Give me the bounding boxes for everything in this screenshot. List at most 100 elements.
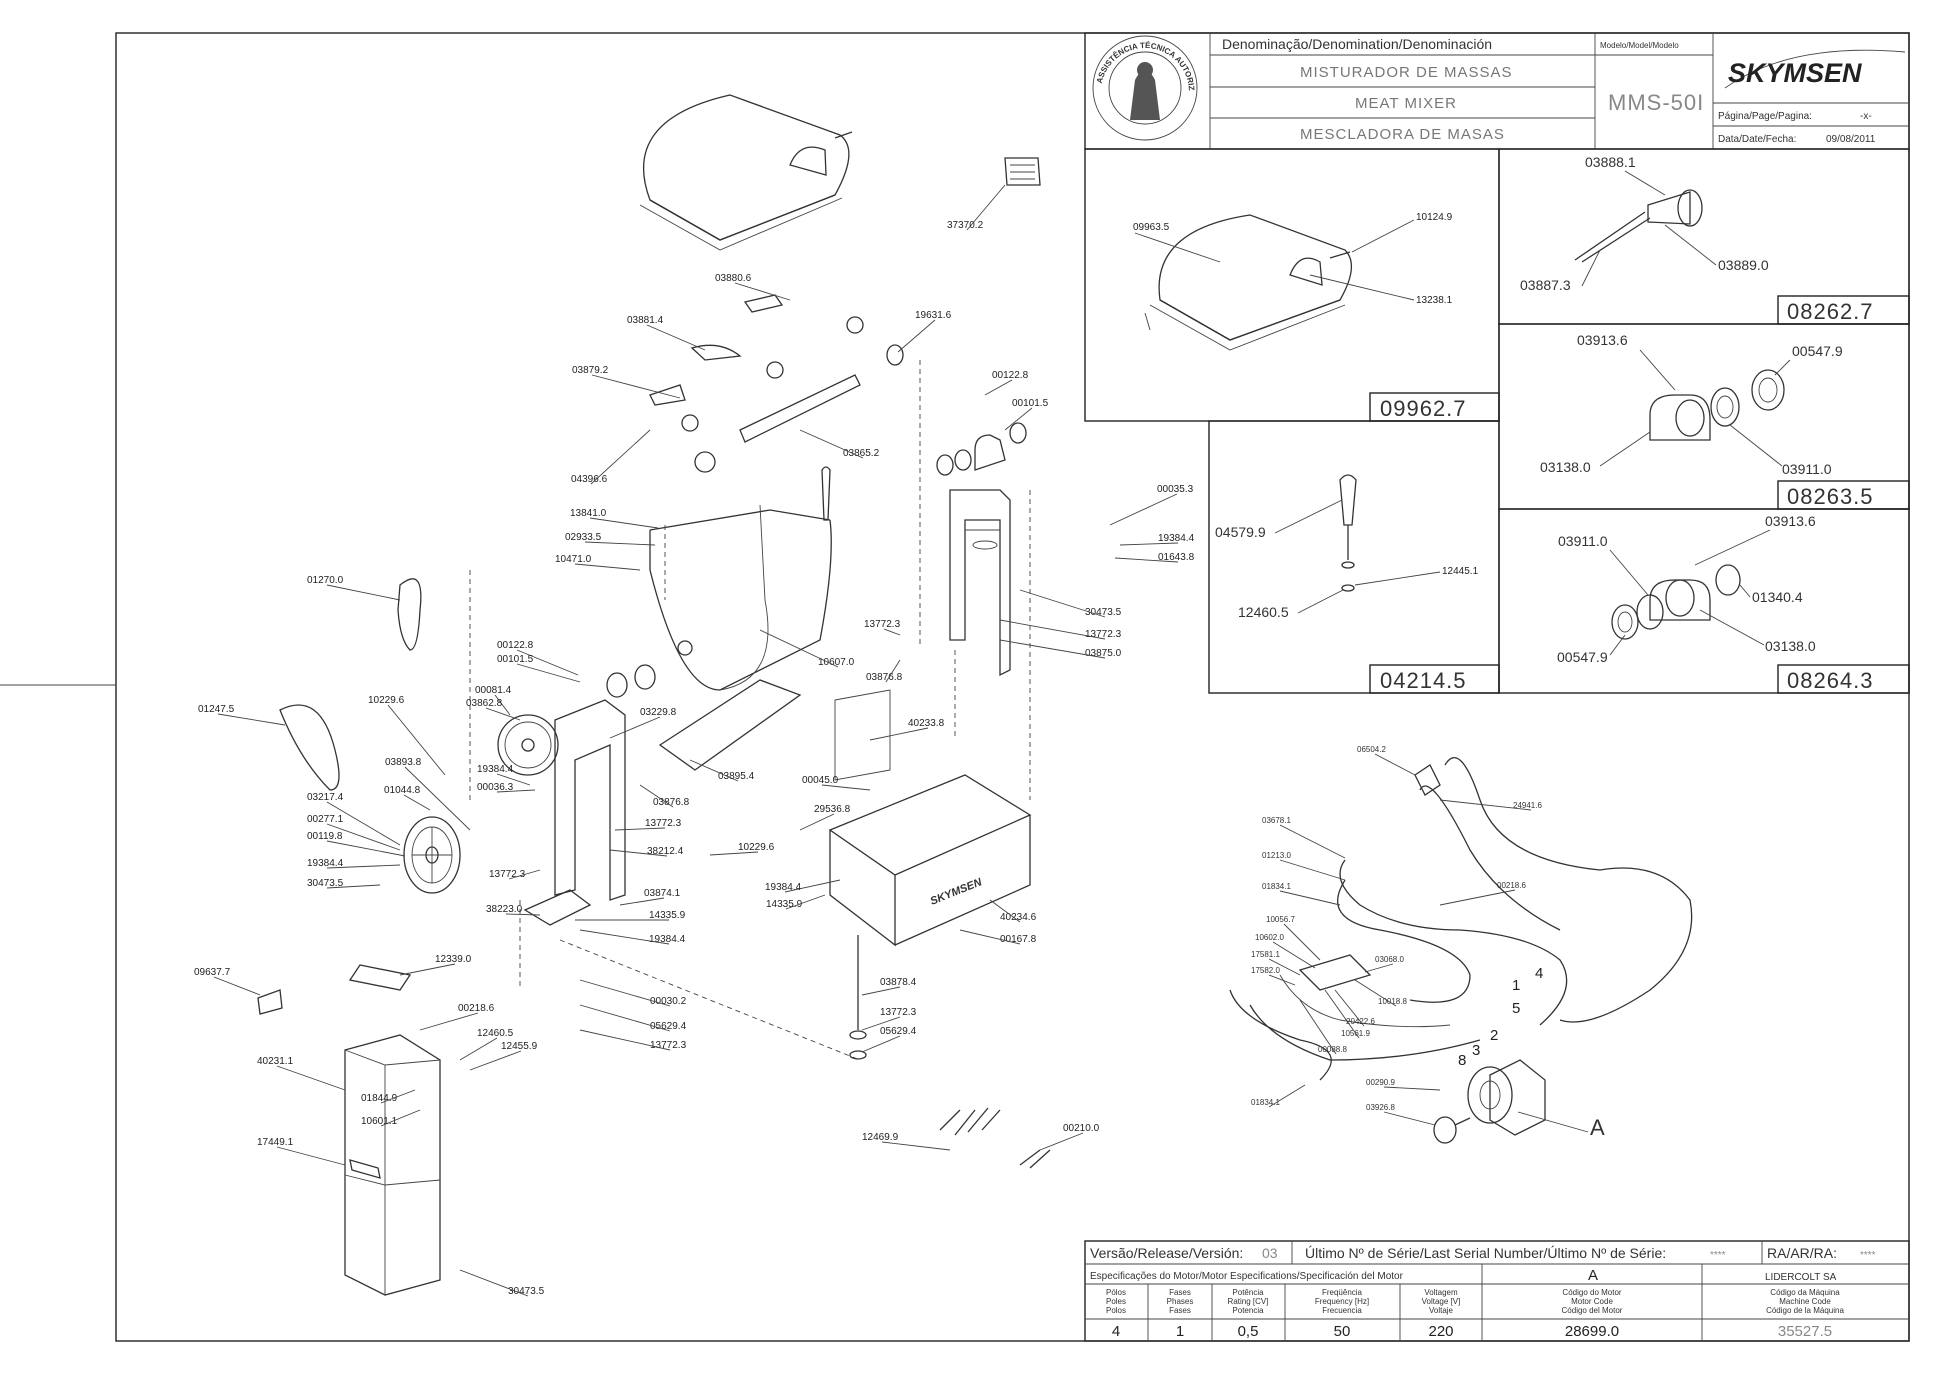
detail-2-part-1: 03888.1 [1585,154,1636,170]
part-label: 10229.6 [738,842,775,853]
wiring-leader [1279,890,1341,906]
frequency-value: 50 [1334,1323,1351,1340]
leader-line [469,1050,522,1071]
wiring-leader [1354,979,1397,1007]
leader-line [1119,542,1179,546]
leader-line [496,773,531,786]
part-label: 03895.4 [718,771,755,782]
wiring-label: 03926.8 [1366,1103,1395,1112]
detail-cover-drawing: 09963.5 10124.9 13238.1 [1133,212,1453,351]
leader-line [614,827,666,831]
leader-line [759,629,839,668]
leader-line [784,879,841,893]
clips-1 [939,1107,1001,1136]
clips-2 [1019,1149,1051,1169]
leader-line [821,784,871,791]
detail-bearing-drawing: 03913.6 00547.9 03911.0 03138.0 [1540,332,1843,477]
release-label: Versão/Release/Versión: [1090,1245,1243,1261]
agitator-shaft [739,374,861,443]
part-label: 10607.0 [818,657,855,668]
part-label: 10601.1 [361,1116,398,1127]
leader-line [380,1109,421,1127]
power-value: 0,5 [1238,1323,1259,1340]
leader-line [494,694,511,716]
poles-value: 4 [1112,1323,1120,1340]
wiring-label: 03068.0 [1375,955,1404,964]
authorized-service-seal: ASSISTÊNCIA TÉCNICA AUTORIZADA [0,0,1198,141]
left-frame [554,699,626,901]
wiring-label: 17581.1 [1251,950,1280,959]
wiring-label: 01834.1 [1251,1098,1280,1107]
part-label: 29536.8 [814,804,851,815]
wiring-label: 06504.2 [1357,745,1386,754]
detail-lever-drawing: 04579.9 12445.1 12460.5 [1215,474,1479,620]
part-label: 19631.6 [915,310,952,321]
leader-line [459,1037,498,1061]
leader-line [326,864,401,869]
detail-bearing-2-drawing: 03911.0 03913.6 01340.4 00547.9 03138.0 [1557,513,1816,665]
wiring-leader [1268,958,1301,976]
detail-1-part-2: 10124.9 [1416,212,1453,223]
wiring-label: 10018.8 [1378,997,1407,1006]
date-label: Data/Date/Fecha: [1718,134,1796,145]
wiring-label: 03678.1 [1262,816,1291,825]
leader-line [999,619,1106,640]
col-volt-en: Voltage [V] [1422,1297,1461,1306]
name-es: MESCLADORA DE MASAS [1300,126,1505,143]
main-exploded-view: SKYMSEN [257,94,1051,1296]
wiring-label: 00218.6 [1497,881,1526,890]
col-phases-pt: Fases [1169,1288,1191,1297]
part-label: 13772.3 [880,1007,917,1018]
leader-line [459,1269,529,1297]
leader-line [326,840,406,857]
part-label: 19384.4 [307,858,344,869]
page-label: Página/Page/Pagina: [1718,111,1812,122]
part-label: 03878.4 [880,977,917,988]
serial-value: **** [1710,1250,1726,1261]
date-value: 09/08/2011 [1826,134,1876,145]
part-label: 13772.3 [645,818,682,829]
wiring-leader [1268,1084,1306,1108]
col-phases-es: Fases [1169,1306,1191,1315]
leader-line [869,727,929,741]
leader-line [579,979,671,1007]
detail-5-part-2: 03913.6 [1765,513,1816,529]
leader-line [326,584,401,601]
leader-line [966,184,1006,231]
motor-code-value: 28699.0 [1565,1323,1619,1340]
wiring-diagram [1229,757,1693,1144]
part-label: 19384.4 [1158,533,1195,544]
model-header: Modelo/Model/Modelo [1600,41,1679,50]
leader-line [1114,557,1179,563]
part-label: 40233.8 [908,718,945,729]
leader-line [799,429,864,459]
part-label: 00030.2 [650,996,687,1007]
denomination-header: Denominação/Denomination/Denominación [1222,36,1492,52]
detail-4-part-1: 04579.9 [1215,524,1266,540]
part-label: 03875.0 [1085,648,1122,659]
part-label: 00045.0 [802,775,839,786]
part-label: 30473.5 [508,1286,545,1297]
foot-bracket [523,889,592,926]
leader-line [861,1016,901,1031]
wiring-leader [1268,974,1296,986]
part-label: 40234.6 [1000,912,1037,923]
leader-line [609,716,661,739]
belt-1 [397,578,422,651]
col-volt-es: Voltaje [1429,1306,1454,1315]
leader-line [496,789,536,793]
wiring-leader [1299,999,1337,1055]
leader-line [574,563,641,571]
wiring-labels: 06504.224941.603678.101213.000218.601834… [1251,745,1542,1126]
wiring-leader [1374,753,1416,776]
brand-logo: SKYMSEN [1724,49,1906,89]
detail-2-part-2: 03887.3 [1520,277,1571,293]
detail-code-4: 04214.5 [1380,668,1467,693]
wiring-leader [1279,859,1346,881]
part-label: 00210.0 [1063,1123,1100,1134]
part-label: 09637.7 [194,967,231,978]
part-label: 38212.4 [647,846,684,857]
leader-line [897,319,936,353]
